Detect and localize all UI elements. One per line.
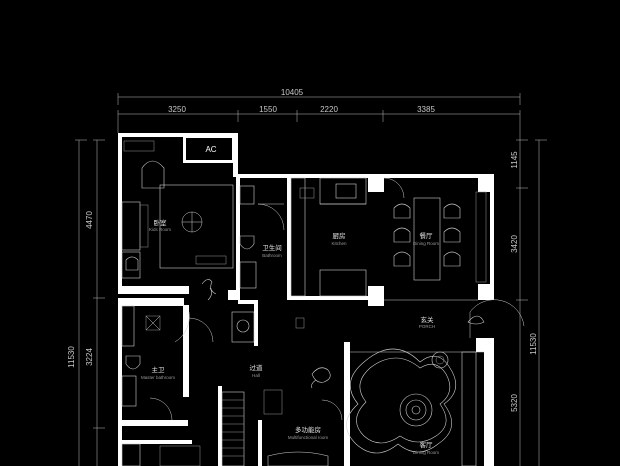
lower-bedroom-furniture [121, 443, 201, 466]
room-sublabel-bathroom: Bathroom [262, 253, 282, 258]
dimension-right-total: 11530 [529, 333, 538, 355]
room-label-bathroom: 卫生间 [262, 243, 282, 252]
room-sublabel-corridor: Hall [252, 373, 260, 378]
dining-furniture [383, 177, 487, 283]
room-label-bedroom: 卧室 [154, 218, 168, 227]
room-label-dining: 餐厅 [420, 231, 434, 240]
room-label-porch: 玄关 [421, 315, 435, 324]
room-label-kitchen: 厨房 [333, 231, 346, 240]
room-sublabel-porch: PORCH [419, 324, 435, 329]
corridor-details [188, 317, 331, 389]
room-sublabel-kitchen: Kitchen [331, 241, 347, 246]
living-room-furniture [346, 348, 484, 466]
porch-area [384, 299, 525, 338]
dimension-total-width: 10405 [281, 88, 304, 97]
room-sublabel-bedroom: Kids Room [149, 227, 171, 232]
dimension-left-1: 4470 [85, 211, 94, 229]
dimension-right-3: 5320 [510, 394, 519, 412]
room-label-multifunction: 多功能房 [295, 425, 321, 434]
dimension-lines [75, 93, 547, 466]
ac-label: AC [205, 145, 216, 154]
dimension-top-segment-2: 1550 [259, 105, 277, 114]
room-sublabel-living: Dining Room [413, 450, 439, 455]
dimension-right-2: 3420 [510, 235, 519, 253]
bathroom-fixtures [231, 185, 285, 343]
room-sublabel-dining: Dining Room [413, 241, 439, 246]
room-sublabel-multifunction: Multifunctional room [288, 435, 329, 440]
master-bath-fixtures [121, 305, 190, 421]
kitchen-fixtures [290, 177, 367, 297]
walls [118, 133, 494, 466]
room-label-master-bath: 主卫 [152, 365, 166, 374]
dimension-top-segment-4: 3385 [417, 105, 435, 114]
dimension-left-total: 11530 [67, 346, 76, 368]
multifunction-room-furniture [221, 389, 343, 466]
bedroom-furniture [121, 140, 234, 301]
dimension-top-segment-3: 2220 [320, 105, 338, 114]
room-sublabel-master-bath: Master bathroom [141, 375, 175, 380]
dimension-right-1: 1145 [510, 151, 519, 169]
dimension-top-segment-1: 3250 [168, 105, 186, 114]
room-label-living: 客厅 [420, 440, 434, 449]
room-label-corridor: 过道 [250, 363, 264, 372]
dimension-left-2: 3224 [85, 348, 94, 366]
